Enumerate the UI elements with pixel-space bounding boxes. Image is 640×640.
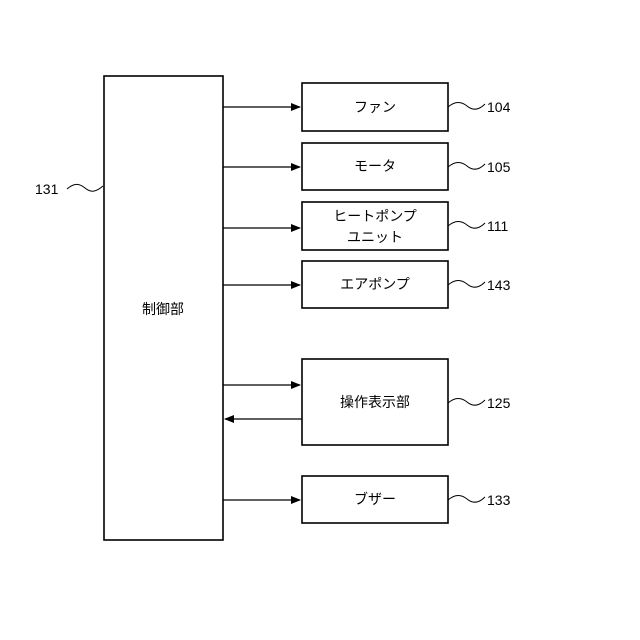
controller-ref-number: 131: [35, 181, 59, 197]
controller-block: 制御部: [104, 76, 223, 540]
controller-leader-line: [67, 184, 103, 191]
heat-pump-label-line2: ユニット: [347, 230, 403, 246]
heat-pump-unit-block: ヒートポンプ ユニット: [302, 202, 448, 250]
buzzer-ref-number: 133: [487, 492, 511, 508]
air-pump-leader-line: [448, 280, 485, 287]
controller-label: 制御部: [142, 302, 184, 318]
motor-leader-line: [448, 162, 485, 169]
operation-display-leader-line: [448, 398, 485, 405]
fan-leader-line: [448, 102, 485, 109]
motor-ref-number: 105: [487, 159, 511, 175]
heat-pump-ref-number: 111: [487, 218, 508, 234]
operation-display-label: 操作表示部: [340, 395, 410, 411]
buzzer-leader-line: [448, 495, 485, 502]
motor-label: モータ: [354, 159, 396, 175]
fan-label: ファン: [354, 100, 396, 116]
operation-display-ref: 125: [448, 395, 511, 411]
operation-display-block: 操作表示部: [302, 359, 448, 445]
air-pump-ref: 143: [448, 277, 511, 293]
fan-block: ファン: [302, 83, 448, 131]
operation-display-ref-number: 125: [487, 395, 511, 411]
fan-ref-number: 104: [487, 99, 511, 115]
heat-pump-label-line1: ヒートポンプ: [333, 209, 417, 225]
air-pump-label: エアポンプ: [340, 277, 410, 293]
heat-pump-leader-line: [448, 221, 485, 228]
fan-ref: 104: [448, 99, 511, 115]
buzzer-label: ブザー: [354, 491, 396, 508]
controller-ref: 131: [35, 181, 103, 197]
air-pump-ref-number: 143: [487, 277, 511, 293]
air-pump-block: エアポンプ: [302, 261, 448, 308]
heat-pump-ref: 111: [448, 218, 508, 234]
motor-block: モータ: [302, 143, 448, 190]
motor-ref: 105: [448, 159, 511, 175]
buzzer-block: ブザー: [302, 476, 448, 523]
buzzer-ref: 133: [448, 492, 511, 508]
